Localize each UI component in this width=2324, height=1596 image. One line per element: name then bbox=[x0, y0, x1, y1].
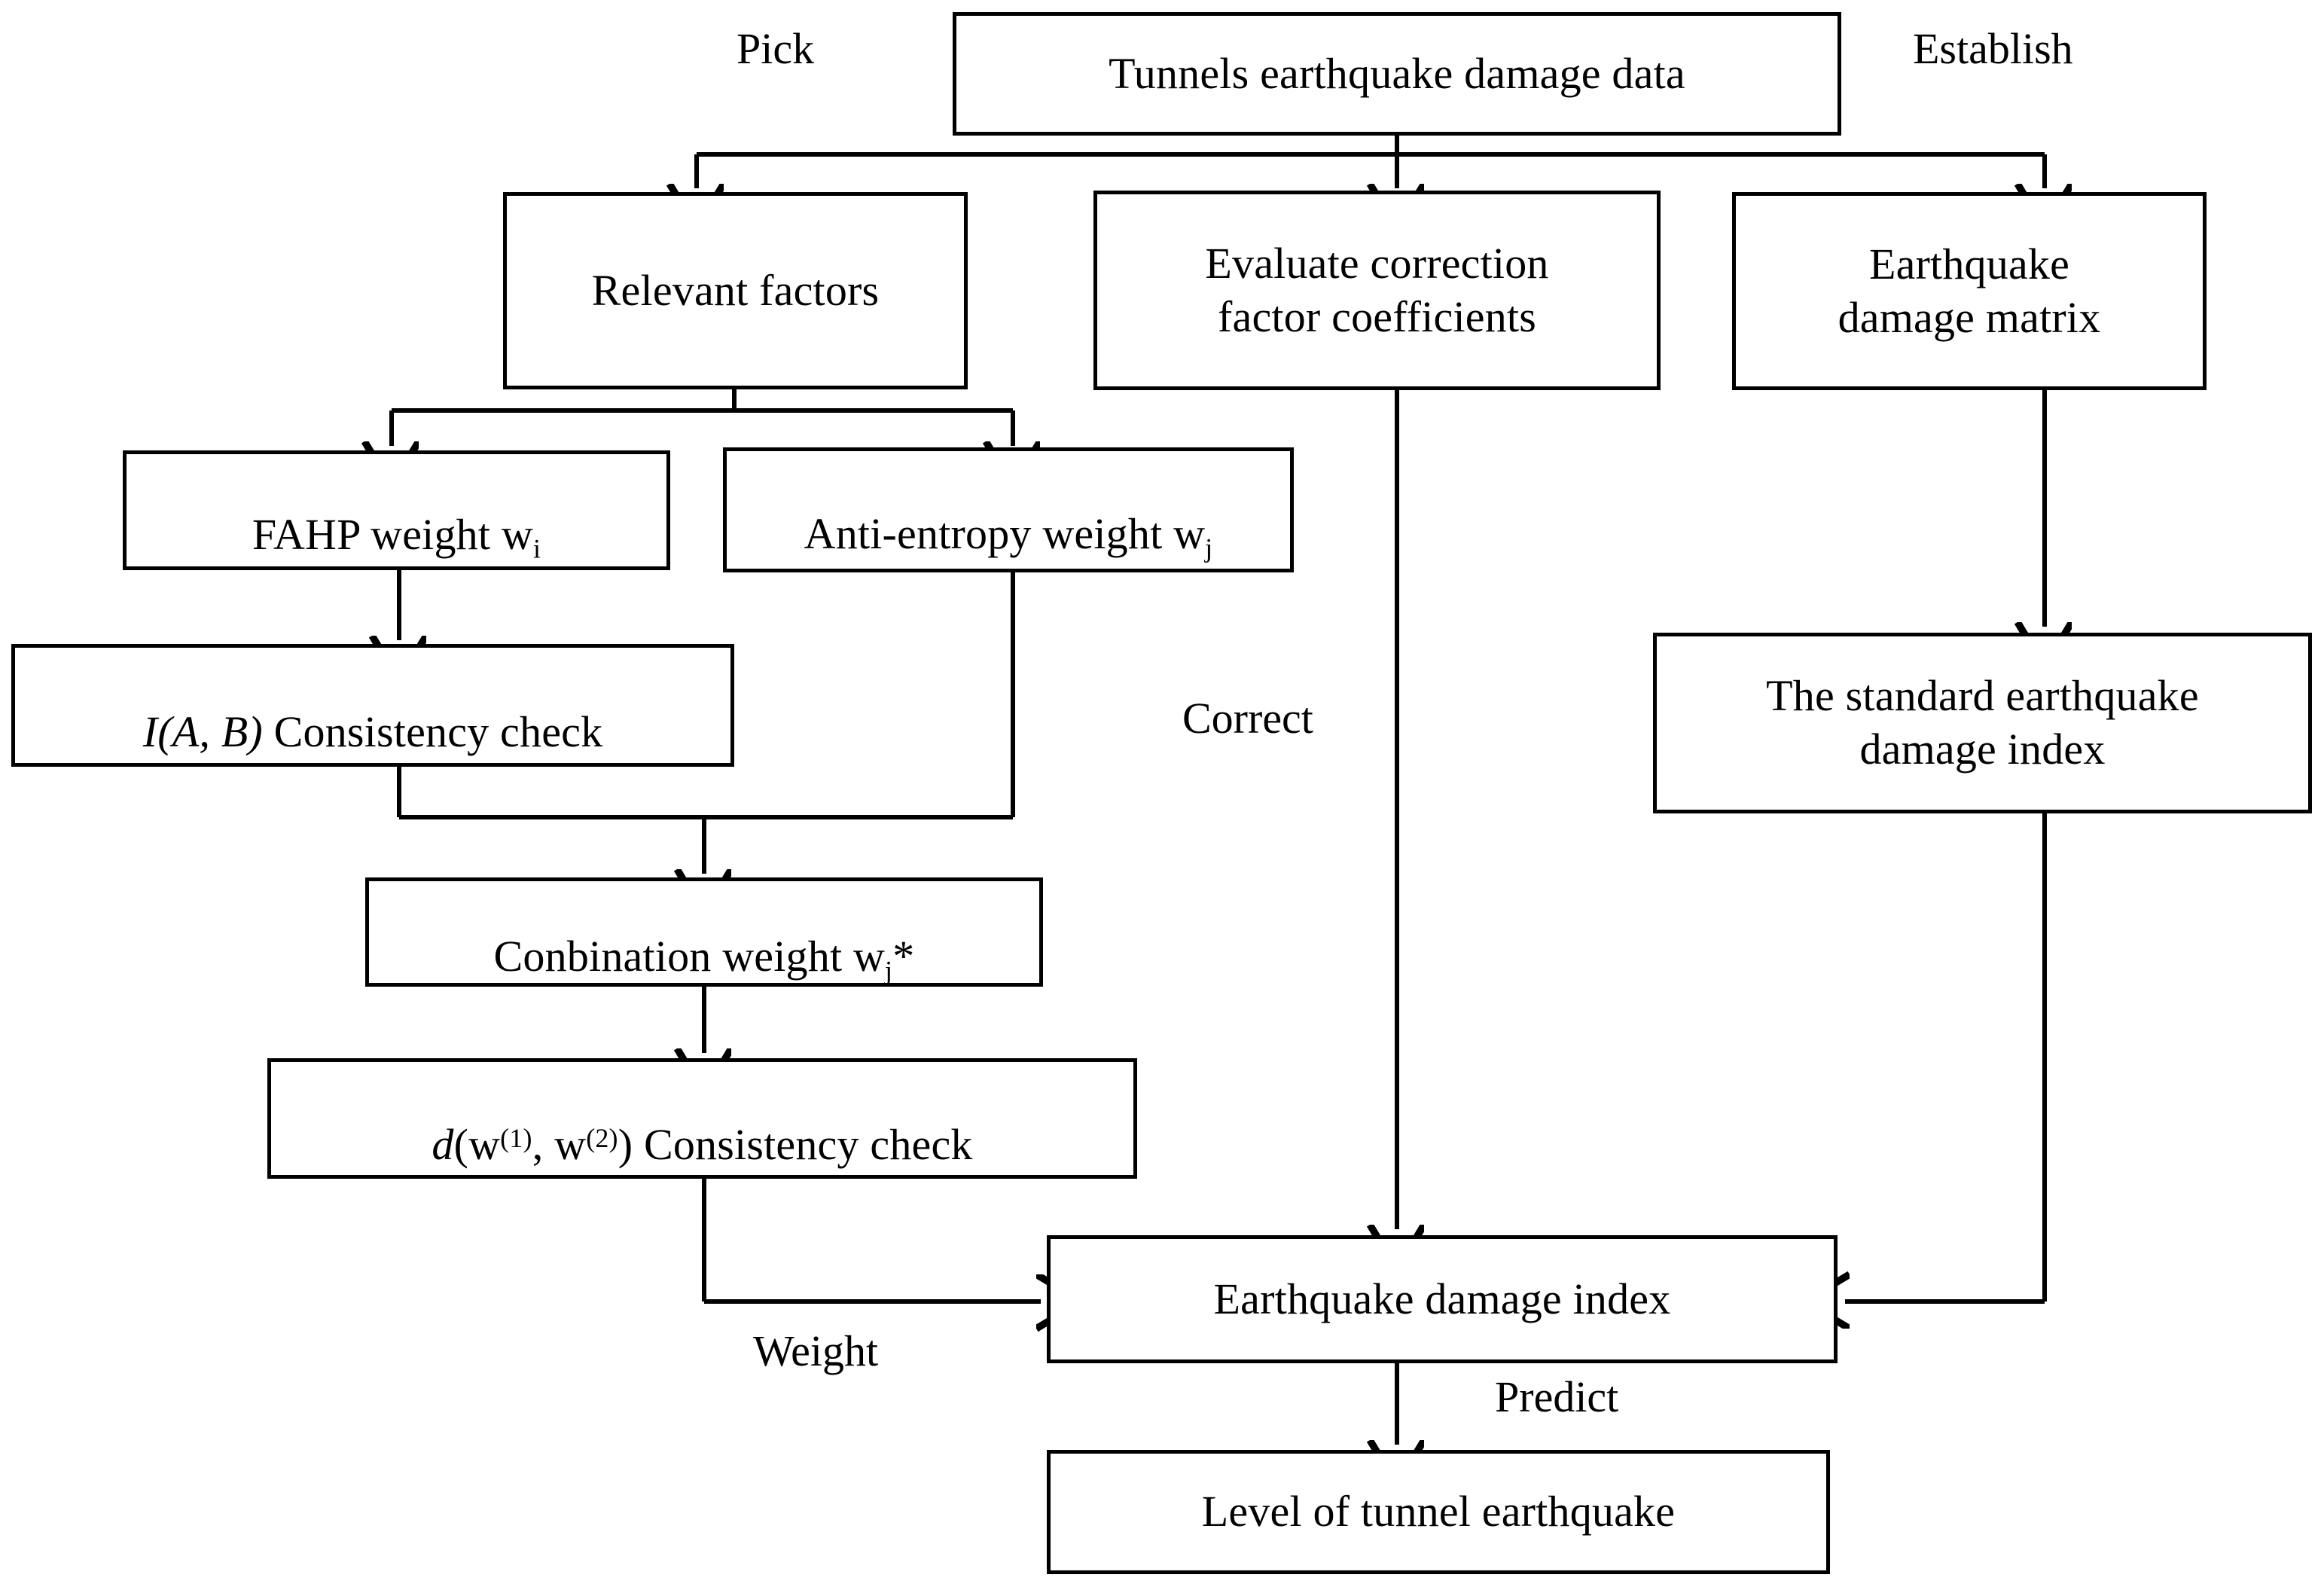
node-anti-entropy-weight[interactable]: Anti-entropy weight wj bbox=[723, 447, 1294, 572]
fahp-weight-subscript: i bbox=[532, 533, 541, 564]
edge-label-correct: Correct bbox=[1182, 694, 1313, 743]
node-relevant-factors[interactable]: Relevant factors bbox=[503, 192, 968, 389]
node-d-consistency-check[interactable]: d(w(1), w(2)) Consistency check bbox=[267, 1058, 1137, 1179]
d-symbol: d bbox=[432, 1120, 454, 1169]
node-label: d(w(1), w(2)) Consistency check bbox=[421, 1065, 983, 1172]
combination-weight-text: Conbination weight w bbox=[493, 931, 886, 981]
node-label: The standard earthquake damage index bbox=[1766, 671, 2199, 774]
iab-symbol: I(A, B) bbox=[142, 706, 263, 756]
node-iab-consistency-check[interactable]: I(A, B) Consistency check bbox=[11, 644, 734, 767]
d-part1: (w bbox=[453, 1120, 501, 1169]
node-label: Anti-entropy weight wj bbox=[794, 454, 1224, 565]
anti-entropy-weight-subscript: j bbox=[1205, 533, 1213, 563]
edge-label-pick: Pick bbox=[737, 24, 815, 73]
edge-label-predict: Predict bbox=[1495, 1372, 1619, 1421]
node-earthquake-damage-matrix[interactable]: Earthquake damage matrix bbox=[1732, 192, 2207, 390]
node-evaluate-correction-factor-coefficients[interactable]: Evaluate correction factor coefficients bbox=[1093, 191, 1661, 390]
node-label: Earthquake damage index bbox=[1213, 1274, 1671, 1323]
node-label: Relevant factors bbox=[591, 265, 880, 315]
edge-label-establish: Establish bbox=[1913, 24, 2073, 73]
node-label: Tunnels earthquake damage data bbox=[1109, 48, 1685, 98]
node-fahp-weight[interactable]: FAHP weight wi bbox=[123, 450, 670, 570]
node-label: FAHP weight wi bbox=[242, 455, 551, 566]
combination-weight-star: * bbox=[892, 931, 915, 981]
node-standard-earthquake-damage-index[interactable]: The standard earthquake damage index bbox=[1653, 633, 2312, 813]
edge-label-weight: Weight bbox=[753, 1326, 879, 1375]
iab-consistency-text: Consistency check bbox=[262, 706, 603, 756]
combination-weight-subscript: j bbox=[885, 955, 893, 986]
node-tunnels-earthquake-damage-data[interactable]: Tunnels earthquake damage data bbox=[953, 12, 1841, 136]
node-label: Evaluate correction factor coefficients bbox=[1205, 238, 1549, 341]
fahp-weight-text: FAHP weight w bbox=[252, 509, 533, 559]
node-label: Earthquake damage matrix bbox=[1838, 239, 2101, 342]
d-part3: ) Consistency check bbox=[618, 1120, 973, 1169]
d-superscript-2: (2) bbox=[586, 1122, 618, 1153]
anti-entropy-weight-text: Anti-entropy weight w bbox=[804, 509, 1206, 559]
node-label: Conbination weight wj* bbox=[483, 877, 926, 987]
node-earthquake-damage-index[interactable]: Earthquake damage index bbox=[1047, 1235, 1838, 1363]
d-part2: , w bbox=[532, 1120, 587, 1169]
node-label: I(A, B) Consistency check bbox=[133, 652, 614, 759]
node-label: Level of tunnel earthquake bbox=[1201, 1487, 1676, 1536]
d-superscript-1: (1) bbox=[500, 1122, 532, 1153]
node-combination-weight[interactable]: Conbination weight wj* bbox=[365, 877, 1043, 987]
node-level-of-tunnel-earthquake[interactable]: Level of tunnel earthquake bbox=[1047, 1450, 1830, 1574]
